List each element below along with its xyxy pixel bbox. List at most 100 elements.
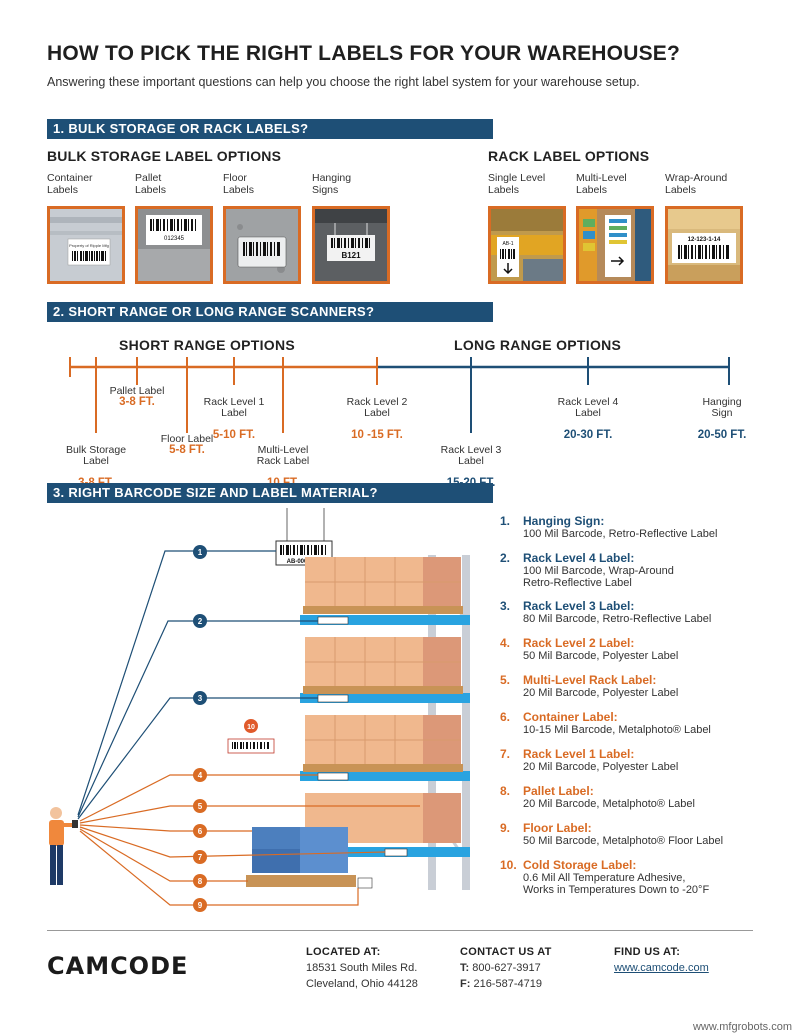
list-item: 5. Multi-Level Rack Label: 20 Mil Barcod… bbox=[500, 673, 790, 710]
list-item: 7. Rack Level 1 Label: 20 Mil Barcode, P… bbox=[500, 747, 790, 784]
list-item: 1. Hanging Sign: 100 Mil Barcode, Retro-… bbox=[500, 514, 790, 551]
hanging-sign-text: B121 bbox=[341, 251, 361, 260]
blue-containers bbox=[252, 827, 348, 873]
page-subtitle: Answering these important questions can … bbox=[47, 75, 640, 89]
option-line: Labels bbox=[488, 184, 519, 196]
option-container-labels: Container Labels bbox=[47, 172, 93, 196]
single-level-label-photo: AB-1 bbox=[488, 206, 566, 284]
list-num: 4. bbox=[500, 636, 511, 650]
phone-line: T: 800-627-3917 bbox=[460, 962, 541, 974]
tl-value: 5-8 FT. bbox=[169, 444, 205, 456]
tl-text: Rack Level 3 Label bbox=[440, 444, 502, 467]
marker-4-text: 4 bbox=[198, 771, 203, 780]
option-line: Container bbox=[47, 172, 93, 184]
list-desc: 80 Mil Barcode, Retro-Reflective Label bbox=[523, 613, 712, 625]
hanging-illustration: B121 bbox=[315, 209, 387, 281]
list-num: 2. bbox=[500, 551, 511, 565]
marker-8-text: 8 bbox=[198, 877, 203, 886]
hanging-sign-code: AB-0001-AA bbox=[287, 559, 322, 565]
option-line: Labels bbox=[135, 184, 166, 196]
option-line: Floor bbox=[223, 172, 247, 184]
timeline-hanging-sign: Hanging Sign 20-50 FT. bbox=[684, 386, 760, 452]
timeline-rack-level-1: Rack Level 1 Label 5-10 FT. bbox=[194, 386, 274, 452]
marker-3-circle bbox=[193, 691, 207, 705]
marker-3-text: 3 bbox=[198, 694, 203, 703]
list-desc: 20 Mil Barcode, Metalphoto® Label bbox=[523, 798, 695, 810]
watermark: www.mfgrobots.com bbox=[692, 1021, 792, 1033]
phone-label: T: bbox=[460, 962, 470, 974]
container-label-text: Property of Ripple Mfg bbox=[69, 243, 109, 248]
option-multi-level-labels: Multi-Level Labels bbox=[576, 172, 627, 196]
list-head: Hanging Sign: bbox=[523, 514, 605, 528]
tl-value: 3-8 FT. bbox=[119, 396, 155, 408]
markers: 1 2 3 4 5 6 7 8 9 bbox=[193, 545, 207, 912]
list-head: Cold Storage Label: bbox=[523, 858, 637, 872]
connector-lines-orange bbox=[79, 774, 420, 906]
list-body: Cold Storage Label: 0.6 Mil All Temperat… bbox=[523, 858, 709, 896]
single-level-illustration: AB-1 bbox=[491, 209, 563, 281]
tl-value: 10 -15 FT. bbox=[351, 429, 403, 441]
list-num: 9. bbox=[500, 821, 511, 835]
section1-banner: 1. BULK STORAGE OR RACK LABELS? bbox=[47, 119, 493, 139]
bulk-storage-title: BULK STORAGE LABEL OPTIONS bbox=[47, 148, 282, 164]
marker-5-text: 5 bbox=[198, 802, 203, 811]
list-body: Rack Level 4 Label: 100 Mil Barcode, Wra… bbox=[523, 551, 674, 589]
marker-10-text: 10 bbox=[247, 724, 255, 731]
list-num: 8. bbox=[500, 784, 511, 798]
list-desc: 20 Mil Barcode, Polyester Label bbox=[523, 761, 679, 773]
fax-label: F: bbox=[460, 978, 471, 990]
marker-2-circle bbox=[193, 614, 207, 628]
marker-5-circle bbox=[193, 799, 207, 813]
marker-8-circle bbox=[193, 874, 207, 888]
list-desc: Retro-Reflective Label bbox=[523, 577, 632, 589]
list-desc: 100 Mil Barcode, Wrap-Around bbox=[523, 565, 674, 577]
phone-number[interactable]: 800-627-3917 bbox=[472, 962, 541, 974]
container-illustration: Property of Ripple Mfg bbox=[50, 209, 122, 281]
page-title: HOW TO PICK THE RIGHT LABELS FOR YOUR WA… bbox=[47, 42, 681, 65]
pallet-label-text: 012345 bbox=[164, 236, 185, 242]
multi-level-illustration bbox=[579, 209, 651, 281]
wrap-around-illustration: 12-123-1-14 bbox=[668, 209, 740, 281]
fax-line: F: 216-587-4719 bbox=[460, 978, 542, 990]
list-head: Rack Level 4 Label: bbox=[523, 551, 635, 565]
camcode-logo: CAMCODE bbox=[47, 952, 189, 980]
website-link[interactable]: www.camcode.com bbox=[614, 962, 709, 974]
list-item: 6. Container Label: 10-15 Mil Barcode, M… bbox=[500, 710, 790, 747]
pallet-label-photo: 012345 bbox=[135, 206, 213, 284]
marker-4-circle bbox=[193, 768, 207, 782]
wrap-around-label-photo: 12-123-1-14 bbox=[665, 206, 743, 284]
list-body: Rack Level 2 Label: 50 Mil Barcode, Poly… bbox=[523, 636, 678, 662]
floor-illustration bbox=[226, 209, 298, 281]
tl-text: Floor Label bbox=[160, 433, 214, 445]
list-desc: 0.6 Mil All Temperature Adhesive, bbox=[523, 872, 686, 884]
list-body: Multi-Level Rack Label: 20 Mil Barcode, … bbox=[523, 673, 678, 699]
range-timeline bbox=[69, 357, 730, 433]
list-item: 10. Cold Storage Label: 0.6 Mil All Temp… bbox=[500, 858, 790, 906]
marker-7-circle bbox=[193, 850, 207, 864]
option-line: Signs bbox=[312, 184, 339, 196]
warehouse-illustration: AB-0001-AA bbox=[49, 508, 470, 912]
marker-7-text: 7 bbox=[198, 853, 203, 862]
contact-heading: CONTACT US AT bbox=[460, 946, 552, 958]
address-line-2: Cleveland, Ohio 44128 bbox=[306, 978, 418, 990]
tl-value: 5-10 FT. bbox=[212, 429, 256, 441]
timeline-pallet-label: Pallet Label 3-8 FT. bbox=[102, 386, 172, 408]
list-head: Rack Level 2 Label: bbox=[523, 636, 635, 650]
tl-text: Bulk Storage Label bbox=[65, 444, 127, 467]
list-num: 5. bbox=[500, 673, 511, 687]
container-label-photo: Property of Ripple Mfg bbox=[47, 206, 125, 284]
list-num: 3. bbox=[500, 599, 511, 613]
fax-number: 216-587-4719 bbox=[473, 978, 542, 990]
list-num: 1. bbox=[500, 514, 511, 528]
short-range-title: SHORT RANGE OPTIONS bbox=[119, 337, 296, 353]
list-body: Pallet Label: 20 Mil Barcode, Metalphoto… bbox=[523, 784, 695, 810]
multi-level-label-photo bbox=[576, 206, 654, 284]
marker-9-text: 9 bbox=[198, 901, 203, 910]
option-line: Labels bbox=[665, 184, 696, 196]
marker-9-circle bbox=[193, 898, 207, 912]
list-body: Floor Label: 50 Mil Barcode, Metalphoto®… bbox=[523, 821, 723, 847]
floor-label-photo bbox=[223, 206, 301, 284]
option-line: Labels bbox=[223, 184, 254, 196]
tl-value: 20-30 FT. bbox=[563, 429, 613, 441]
list-num: 7. bbox=[500, 747, 511, 761]
